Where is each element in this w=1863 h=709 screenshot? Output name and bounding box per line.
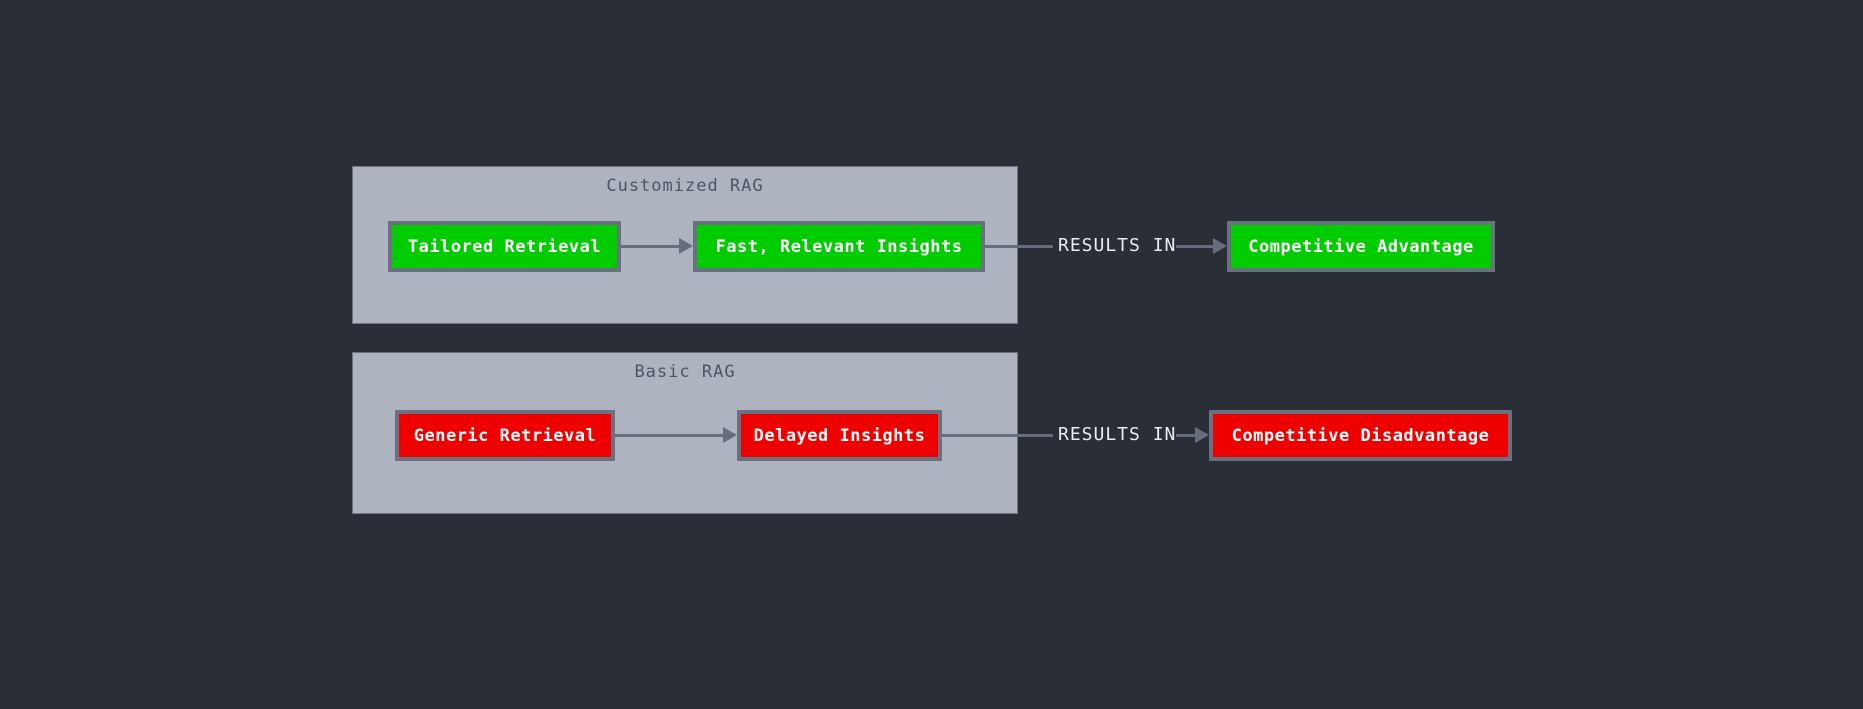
edge-line (1176, 434, 1195, 437)
arrowhead-icon (1195, 427, 1209, 443)
edge-line (942, 434, 1053, 437)
edge-line (621, 245, 679, 248)
arrowhead-icon (679, 238, 693, 254)
edge-line (985, 245, 1053, 248)
node-competitive-disadvantage: Competitive Disadvantage (1209, 410, 1512, 461)
edge-label-results-in: RESULTS IN (1058, 424, 1177, 445)
cluster-title-basic-rag: Basic RAG (634, 362, 736, 382)
node-delayed-insights: Delayed Insights (737, 410, 942, 461)
edge-line (615, 434, 723, 437)
node-competitive-advantage: Competitive Advantage (1227, 221, 1495, 272)
node-generic-retrieval: Generic Retrieval (395, 410, 615, 461)
node-tailored-retrieval: Tailored Retrieval (388, 221, 621, 272)
edge-line (1176, 245, 1213, 248)
edge-label-results-in: RESULTS IN (1058, 235, 1177, 256)
arrowhead-icon (723, 427, 737, 443)
cluster-title-customized-rag: Customized RAG (606, 176, 764, 196)
arrowhead-icon (1213, 238, 1227, 254)
node-fast-relevant-insights: Fast, Relevant Insights (693, 221, 985, 272)
